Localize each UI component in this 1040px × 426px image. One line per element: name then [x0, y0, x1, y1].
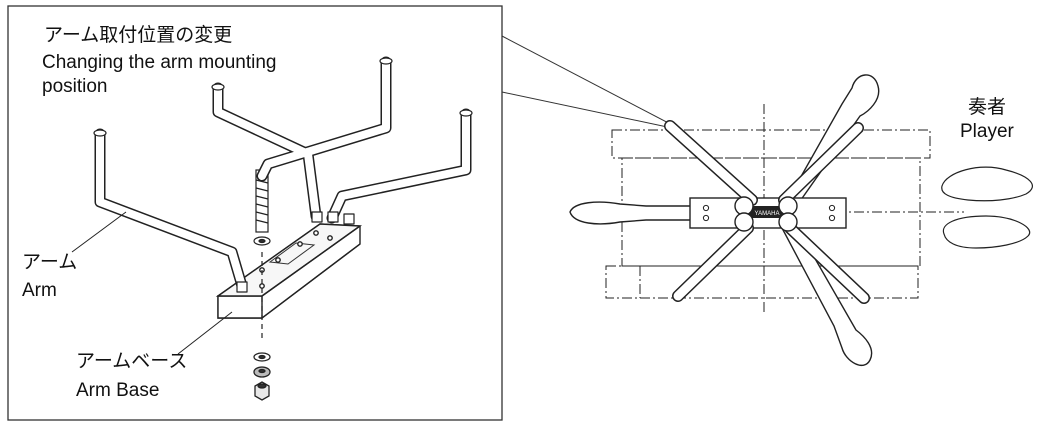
arm-base-label-jp: アームベース	[76, 351, 188, 372]
arm-label-jp: アーム	[22, 252, 78, 273]
logo-text: YAMAHA	[755, 211, 780, 217]
arm-tubes	[93, 56, 473, 293]
title-jp: アーム取付位置の変更	[44, 25, 233, 46]
callout-line-bottom	[501, 91, 673, 129]
base-leader-line	[177, 311, 233, 355]
player-label-en: Player	[960, 121, 1014, 142]
title-en-line1: Changing the arm mounting	[42, 52, 277, 73]
washers-and-nut	[253, 352, 271, 401]
arm-leader-line	[71, 211, 127, 253]
arm-label-en: Arm	[22, 280, 57, 301]
top-view-diagram	[569, 74, 1033, 366]
inset-frame	[7, 5, 503, 421]
player-label-jp: 奏者	[968, 97, 1007, 118]
title-en-line2: position	[42, 76, 108, 97]
arm-base-block	[215, 223, 363, 319]
callout-line-top	[501, 35, 679, 129]
arm-base-label-en: Arm Base	[76, 380, 160, 401]
center-bolt	[253, 169, 271, 340]
